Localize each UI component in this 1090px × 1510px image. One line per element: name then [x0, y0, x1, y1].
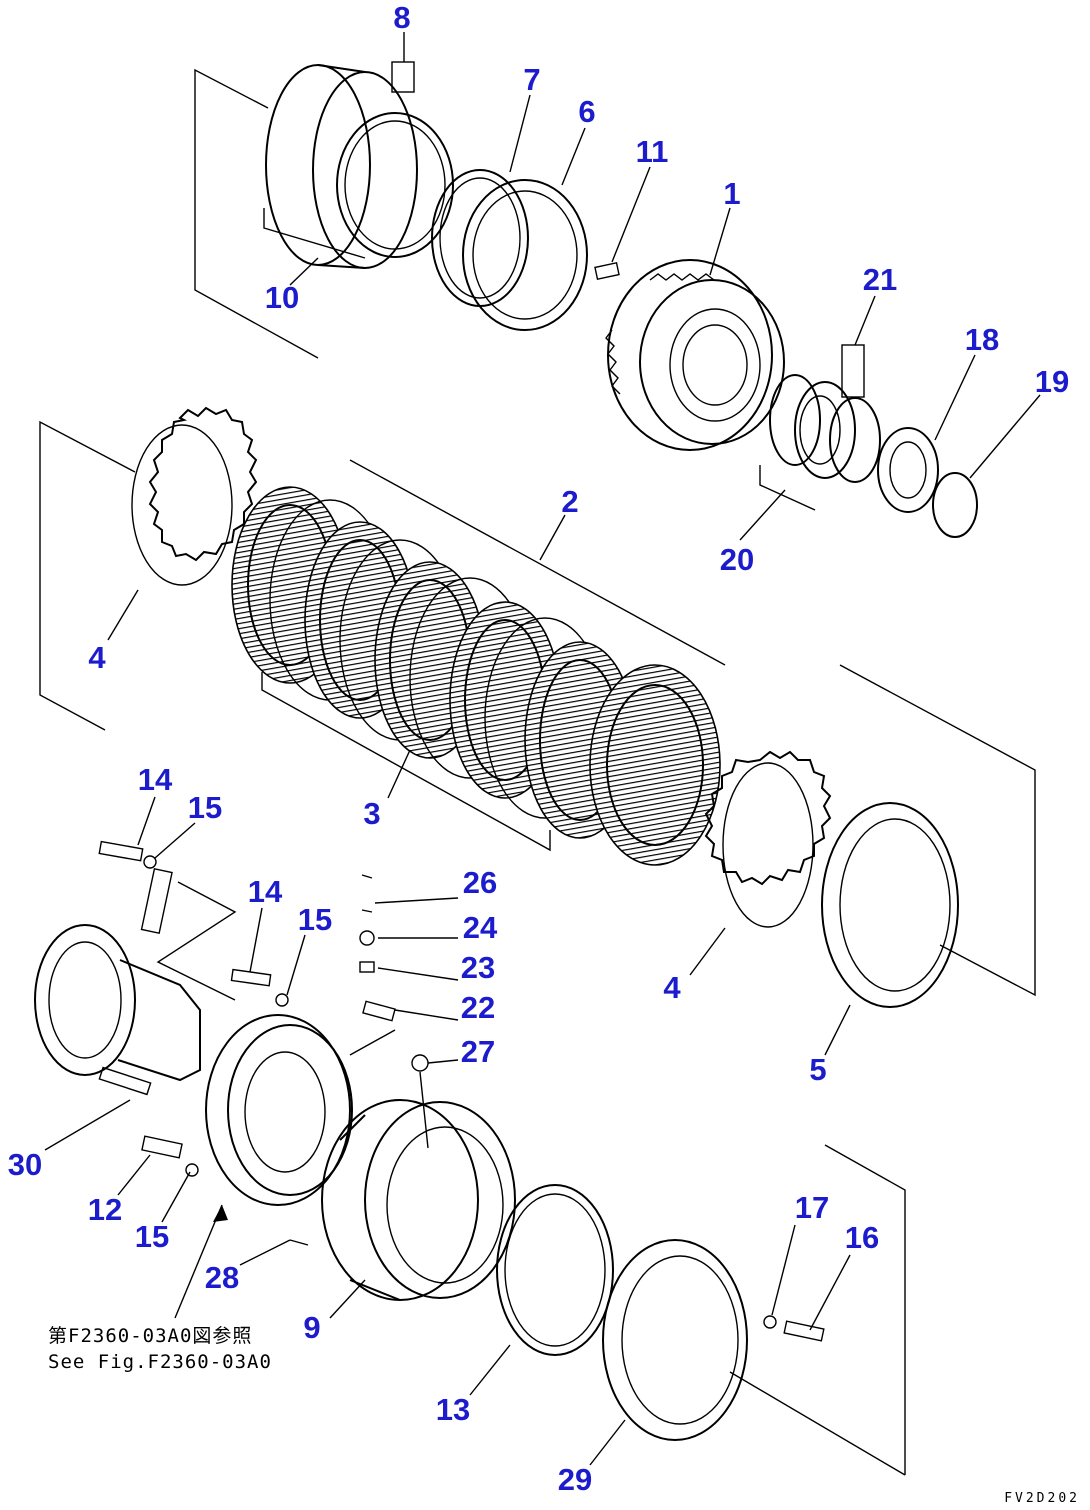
callout-26: 28	[205, 1260, 239, 1295]
callout-21: 23	[461, 950, 495, 985]
reference-note: 第F2360-03A0図参照 See Fig.F2360-03A0	[48, 1325, 272, 1373]
retainer-26	[205, 1014, 396, 1206]
callout-30: 30	[8, 1147, 42, 1182]
callout-17: 19	[1035, 364, 1069, 399]
callout-28: 16	[845, 1220, 879, 1255]
callout-24: 27	[461, 1034, 495, 1069]
piston-assembly	[263, 61, 454, 269]
callout-18: 20	[720, 542, 754, 577]
callout-4-bottom: 4	[663, 970, 681, 1005]
callout-11: 11	[636, 134, 669, 169]
disc-pack-bracket	[39, 420, 1036, 997]
bearing-group	[759, 344, 881, 511]
callout-16: 18	[965, 322, 999, 357]
thrust-plate-5	[821, 802, 959, 1008]
callout-10: 10	[265, 280, 299, 315]
callout-6: 9	[303, 1310, 320, 1345]
callout-22: 24	[463, 910, 498, 945]
seal-ring-7	[462, 179, 588, 331]
pin-11	[594, 262, 620, 280]
drawing-code: FV2D202	[1004, 1491, 1080, 1506]
flange-shaft-30	[34, 924, 201, 1096]
separator-plate-4-top	[131, 406, 258, 586]
callout-29: 17	[795, 1190, 829, 1225]
callout-1: 1	[723, 176, 740, 211]
top-group-bracket	[194, 68, 319, 359]
bolt-set-upper	[98, 840, 289, 1007]
callout-labels: 8 7 6 11 1 10 21 18 19 20 2 4 3 14 15 14…	[8, 0, 1069, 1497]
callout-15-middle: 15	[298, 902, 332, 937]
bolt-set-28-29	[729, 1144, 906, 1476]
seal-ring-12	[496, 1184, 614, 1356]
clutch-hub-1	[605, 259, 785, 451]
callout-23: 26	[463, 865, 497, 900]
disc-pack	[231, 486, 721, 866]
seal-ring-8	[431, 169, 529, 307]
housing-6	[321, 1099, 516, 1301]
callout-19: 21	[863, 262, 897, 297]
callout-20: 22	[461, 990, 495, 1025]
callout-3: 3	[363, 796, 380, 831]
callout-14-lower: 14	[248, 874, 283, 909]
callout-14-upper: 14	[138, 762, 173, 797]
callout-5: 5	[809, 1052, 826, 1087]
end-cover-27	[602, 1239, 748, 1441]
bolt-set-lower	[141, 1135, 199, 1177]
callout-27: 29	[558, 1462, 592, 1497]
callout-9: 8	[393, 0, 410, 35]
callout-4-top: 4	[88, 640, 106, 675]
separator-plate-4-bottom	[704, 750, 832, 928]
reference-note-english: See Fig.F2360-03A0	[48, 1351, 272, 1373]
snap-ring-17	[932, 472, 978, 538]
callout-15-upper: 15	[188, 790, 222, 825]
callout-15-lower: 15	[135, 1219, 169, 1254]
callout-7: 6	[578, 94, 595, 129]
reference-note-japanese: 第F2360-03A0図参照	[48, 1325, 252, 1347]
bearing-16	[877, 427, 939, 513]
callout-8: 7	[523, 62, 540, 97]
leader-lines	[44, 32, 1041, 1466]
callout-13: 12	[88, 1192, 122, 1227]
callout-12: 13	[436, 1392, 470, 1427]
callout-2: 2	[561, 484, 578, 519]
